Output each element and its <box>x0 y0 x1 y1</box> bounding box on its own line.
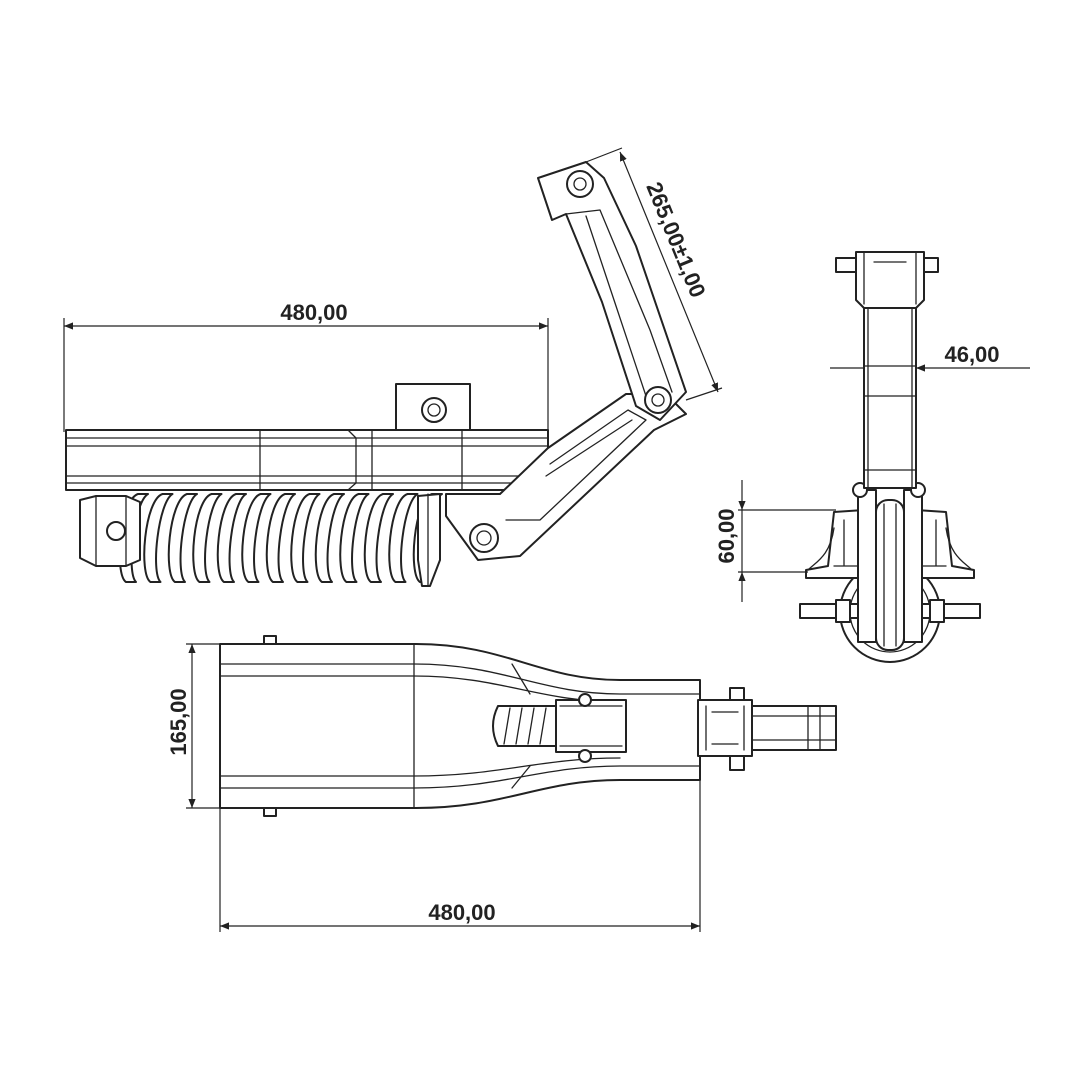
top-bolt-left <box>835 257 857 273</box>
top-view: 165,00 480,00 <box>166 635 837 932</box>
dim-front-height: 60,00 <box>714 508 739 563</box>
top-stud-upper <box>263 635 277 645</box>
side-view: 480,00 265,00±1,00 <box>63 147 723 587</box>
dim-line-arm-length <box>619 151 719 393</box>
spring-coil <box>265 493 296 583</box>
top-pivot-bolt <box>566 170 594 198</box>
fork-blade-left <box>857 489 877 643</box>
spring-coil <box>339 493 370 583</box>
main-beam <box>65 429 549 491</box>
spring-coil <box>388 493 419 583</box>
spring-coil <box>143 493 174 583</box>
spring-coil <box>314 493 345 583</box>
top-center-bracket <box>555 699 627 753</box>
spring-coil <box>241 493 272 583</box>
top-body <box>219 643 701 809</box>
top-roller <box>492 705 557 747</box>
front-view: 46,00 60,00 <box>714 251 1030 663</box>
top-stud-lower <box>263 807 277 817</box>
spring-right-bracket <box>417 493 441 587</box>
top-shaft <box>751 705 837 751</box>
front-roller <box>875 499 905 651</box>
spring-coil <box>290 493 321 583</box>
dim-top-width: 165,00 <box>166 688 191 755</box>
spring-coil <box>363 493 394 583</box>
dim-top-length: 480,00 <box>428 900 495 925</box>
top-nut-upper <box>729 687 745 701</box>
spring-pin-left <box>106 521 126 541</box>
elbow-bolt <box>644 386 672 414</box>
top-clamp <box>855 251 925 309</box>
dim-side-length: 480,00 <box>280 300 347 325</box>
spring-coil <box>167 493 198 583</box>
fork-blade-right <box>903 489 923 643</box>
spring-coil <box>192 493 223 583</box>
dim-front-width: 46,00 <box>944 342 999 367</box>
bolt-mounting-block <box>421 397 447 423</box>
top-nut-lower <box>729 755 745 771</box>
coil-spring <box>118 493 443 583</box>
dim-arm-length: 265,00±1,00 <box>641 178 710 301</box>
pivot-bolt-lower <box>469 523 499 553</box>
spring-coil <box>216 493 247 583</box>
top-bolt-right <box>923 257 939 273</box>
